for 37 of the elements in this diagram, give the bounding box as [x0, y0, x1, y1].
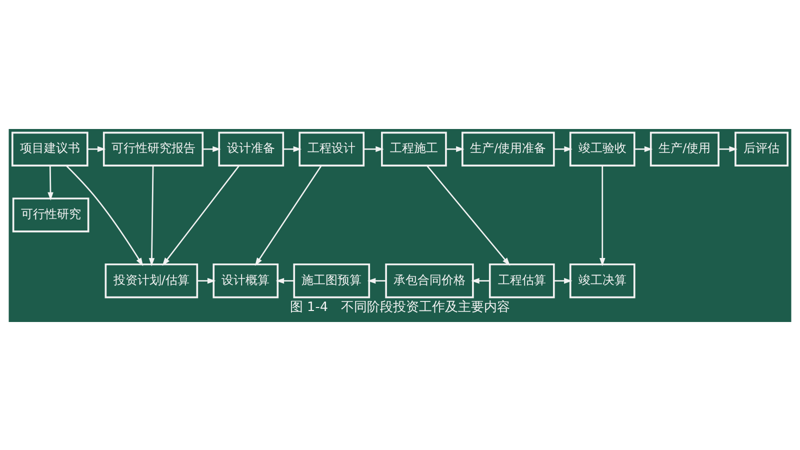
arrow [66, 165, 144, 266]
node-box: 工程设计 [298, 131, 365, 166]
arrow [634, 146, 653, 152]
arrow [162, 164, 240, 266]
arrow [554, 146, 572, 152]
node-box: 竣工决算 [569, 262, 636, 298]
node-box: 可行性研究 [12, 197, 90, 232]
arrow [446, 146, 464, 152]
arrow [202, 146, 221, 152]
node-box: 承包合同价格 [385, 262, 474, 298]
caption: 图 1-4 不同阶段投资工作及主要内容 [290, 300, 510, 315]
node-box: 后评估 [734, 131, 789, 166]
arrow [48, 165, 54, 200]
node-box: 设计概算 [212, 262, 279, 298]
node-box: 工程估算 [488, 262, 555, 298]
arrow [554, 277, 572, 284]
node-box: 施工图预算 [293, 262, 370, 298]
arrow [718, 146, 738, 152]
arrow [197, 277, 216, 284]
arrow [471, 277, 490, 284]
node-box: 项目建议书 [11, 131, 88, 166]
arrow [276, 277, 294, 284]
node-box: 工程施工 [381, 131, 447, 166]
arrow [367, 277, 386, 284]
arrow [87, 146, 106, 152]
node-box: 可行性研究报告 [102, 131, 204, 166]
node-box: 生产/使用准备 [462, 131, 555, 166]
node-box: 生产/使用 [650, 131, 720, 166]
node-box: 竣工验收 [569, 131, 636, 166]
arrow [254, 164, 322, 266]
node-box: 投资计划/估算 [104, 262, 198, 298]
node-box: 设计准备 [218, 131, 284, 166]
arrow [599, 165, 606, 266]
arrow [364, 146, 384, 152]
arrow [148, 165, 155, 266]
arrow [283, 146, 302, 152]
arrow [426, 164, 510, 266]
